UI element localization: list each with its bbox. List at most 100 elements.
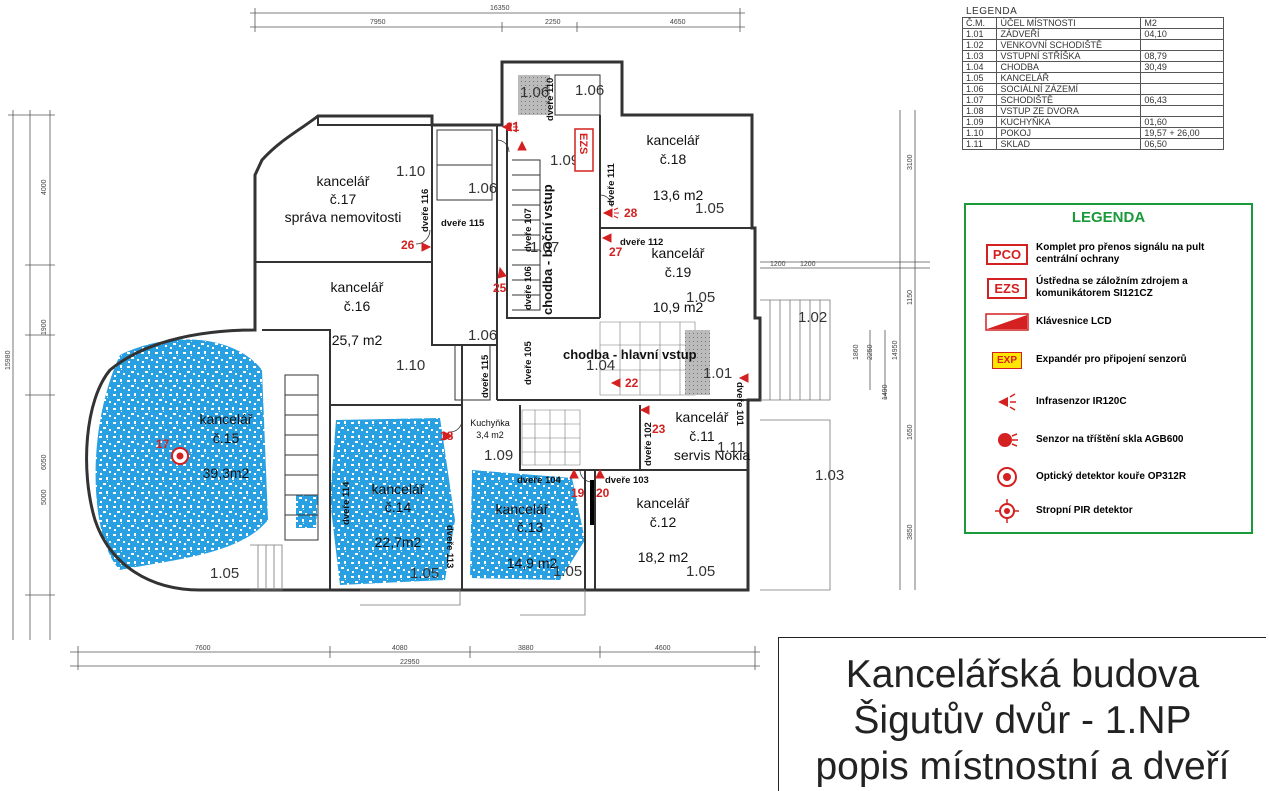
cell-purpose: KANCELÁŘ <box>996 72 1142 84</box>
legend-text: Ústředna se záložním zdrojem a komunikát… <box>1036 276 1188 299</box>
title-line-3: popis místnostní a dveří <box>815 745 1230 788</box>
room-k18-l4: 13,6 m2 <box>653 187 704 203</box>
dim-bottom-total: 22950 <box>400 659 420 666</box>
dim-top-total: 16350 <box>490 5 510 12</box>
cell-purpose: CHODBA <box>996 61 1142 73</box>
sensor-19: 19 <box>571 486 585 500</box>
code-k14: 1.05 <box>410 565 439 582</box>
ezs-box <box>574 128 594 172</box>
cell-area <box>1140 83 1224 95</box>
code-c106c: 1.06 <box>575 82 604 99</box>
dimension-texts-vertical: 4000 1900 6050 5000 15980 3100 1150 1495… <box>5 154 914 540</box>
room-k11-l3: servis Nokia <box>674 447 750 463</box>
room-labels: kancelář č.17 správa nemovitosti kancelá… <box>200 132 751 571</box>
room-k13-l3: 14,9 m2 <box>507 555 558 571</box>
room-k18-l1: kancelář <box>647 132 700 148</box>
cell-area: 04,10 <box>1140 28 1224 40</box>
stairs-side <box>512 159 541 311</box>
bottom-stairs <box>250 544 586 616</box>
door-102: dveře 102 <box>643 422 654 466</box>
title-block: Kancelářská budova Šigutův dvůr - 1.NP p… <box>778 637 1266 791</box>
code-k19: 1.05 <box>686 289 715 306</box>
cell-area: 06,50 <box>1140 138 1224 150</box>
sensor-28: 28 <box>624 206 638 220</box>
dim-right-7: 1490 <box>882 384 889 400</box>
dim-top-1: 7950 <box>370 19 386 26</box>
cell-num: 1.03 <box>961 50 998 62</box>
blue-area-k14 <box>330 418 455 585</box>
ir-sensors <box>421 121 749 479</box>
kitchen-labels: Kuchyňka 3,4 m2 <box>470 418 510 440</box>
table-header-row: Č.M. ÚČEL MÍSTNOSTI M2 <box>961 17 1224 29</box>
cell-num: 1.08 <box>961 105 998 117</box>
room-k14-l2: č.14 <box>385 499 412 515</box>
room-k12-l2: č.12 <box>650 514 677 530</box>
corridor-main-label: chodba - hlavní vstup <box>563 347 697 362</box>
cell-area: 08,79 <box>1140 50 1224 62</box>
door-115a: dveře 115 <box>441 218 485 229</box>
room-k16-l2: č.16 <box>344 298 371 314</box>
ir-sensor-22 <box>610 378 621 388</box>
cell-area <box>1140 105 1224 117</box>
code-kuch: 1.09 <box>484 447 513 464</box>
building-walls <box>85 60 831 616</box>
ir-sensor-20 <box>595 468 605 479</box>
code-c102: 1.02 <box>798 309 827 326</box>
dim-top-2: 2250 <box>545 19 561 26</box>
ir-sensor-18 <box>443 431 454 441</box>
dim-left-3: 6050 <box>41 454 48 470</box>
door-111: dveře 111 <box>606 162 617 206</box>
symbol-legend: LEGENDA PCO Komplet pro přenos signálu n… <box>964 203 1253 534</box>
sensor-numbers: 21 28 26 27 25 22 17 18 23 19 20 <box>156 120 666 500</box>
dim-right-small-2: 1200 <box>800 261 816 268</box>
cell-purpose: SOCIÁLNÍ ZÁZEMÍ <box>996 83 1142 95</box>
door-115b: dveře 115 <box>480 354 491 398</box>
cell-area <box>1140 72 1224 84</box>
room-k18-l2: č.18 <box>660 151 687 167</box>
room-k17-l2: č.17 <box>330 191 357 207</box>
dim-right-1: 3100 <box>907 154 914 170</box>
gray-area-101 <box>685 330 710 395</box>
legend-text: Klávesnice LCD <box>1036 316 1112 327</box>
code-c109: 1.09 <box>550 152 579 169</box>
ir-sensor-side <box>517 140 527 151</box>
cell-num: 1.01 <box>961 28 998 40</box>
door-103: dveře 103 <box>605 475 649 486</box>
cell-num: 1.11 <box>961 138 998 150</box>
sensor-17: 17 <box>156 437 170 451</box>
door-114: dveře 114 <box>341 481 352 525</box>
legend-item-ezs: EZS Ústředna se záložním zdrojem a komun… <box>978 275 1241 301</box>
code-c107: 1.07 <box>530 239 559 256</box>
ir-sensor-21 <box>501 121 518 133</box>
code-k15: 1.05 <box>210 565 239 582</box>
dim-bottom-4: 4600 <box>655 645 671 652</box>
dim-right-small: 1200 <box>770 261 786 268</box>
ir-sensor-27 <box>601 233 612 243</box>
door-107: dveře 107 <box>523 208 534 252</box>
title-line-1: Kancelářská budova <box>845 653 1200 696</box>
corridor-side-label: chodba - boční vstup <box>540 184 555 315</box>
cell-purpose: VENKOVNÍ SCHODIŠTĚ <box>996 39 1142 51</box>
dimension-texts: 16350 7950 2250 4650 7600 4080 3880 4600… <box>195 5 816 666</box>
legend-item-glass: Senzor na tříštění skla AGB600 <box>978 427 1241 453</box>
keypad-icon <box>985 313 1029 331</box>
door-arcs <box>415 139 613 483</box>
sensor-21: 21 <box>506 120 520 134</box>
room-k17-l3: správa nemovitosti <box>285 209 402 225</box>
room-k14-l1: kancelář <box>372 481 425 497</box>
cell-area: 06,43 <box>1140 94 1224 106</box>
cell-purpose: VSTUP ZE DVORA <box>996 105 1142 117</box>
glass-sensor-icon <box>998 433 1018 447</box>
th-purpose: ÚČEL MÍSTNOSTI <box>996 17 1142 29</box>
room-k13-l2: č.13 <box>517 519 544 535</box>
room-k15-l4: 39,3m2 <box>203 465 250 481</box>
cell-purpose: POKOJ <box>996 127 1142 139</box>
